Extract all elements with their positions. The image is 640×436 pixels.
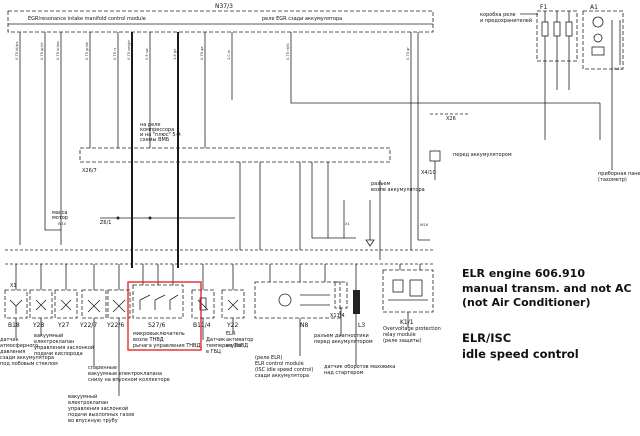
svg-text:0.75 gn/bl: 0.75 gn/bl: [85, 42, 89, 60]
ground-note: на реле компрессора и на "плюс" 5-й схем…: [140, 122, 182, 143]
a1-label: A1: [590, 4, 598, 11]
svg-text:W16: W16: [420, 223, 429, 227]
l3-label: L3: [358, 322, 365, 329]
b11-4-label: B11/4: [193, 322, 211, 329]
vac-valve-exhaust-label: вакуумный електроклапан управления засло…: [68, 393, 136, 424]
title-line-2: manual transm. and not AC: [462, 282, 632, 295]
b18-label: B18: [8, 322, 20, 329]
x26-7-label: X26/7: [82, 168, 97, 174]
ovp-label: Overvoltage protection relay module (рел…: [383, 326, 442, 344]
egr-module: N37/3 EGR/resonance intake manifold cont…: [7, 3, 434, 33]
fuse-box: коробка реле и предохранителей F1 A1 W11…: [480, 4, 640, 183]
bottom-annotations: датчик атмосферного давления сзади аккум…: [0, 308, 442, 424]
flywheel-sensor-label: датчик оборотов маховика над стартером: [324, 364, 397, 376]
n37-3-label: N37/3: [215, 3, 233, 10]
svg-text:1.0 br: 1.0 br: [227, 49, 231, 60]
x11-4-label: X11/4: [330, 313, 345, 319]
y22-label: Y22: [226, 322, 238, 329]
near-battery-label: перед аккумулятором: [453, 152, 512, 158]
egr-module-label: EGR/resonance intake manifold control mo…: [28, 16, 146, 22]
y22-7-label: Y22/7: [79, 322, 97, 329]
y27-label: Y27: [57, 322, 69, 329]
z6-1-label: Z6/1: [100, 220, 111, 226]
title-line-1: ELR engine 606.910: [462, 267, 585, 280]
svg-text:0.75 rt/bl: 0.75 rt/bl: [286, 43, 290, 60]
n8-label: N8: [300, 322, 308, 329]
y28-label: Y28: [32, 322, 44, 329]
x26-label: X26: [446, 116, 456, 122]
svg-text:0.75 bl/ws: 0.75 bl/ws: [15, 41, 19, 60]
x1-label: X1: [10, 283, 17, 289]
svg-text:1.5 gn: 1.5 gn: [173, 49, 177, 60]
svg-text:X1: X1: [345, 222, 350, 226]
diag-connector-label: разъем диагностики перед аккумулятором: [314, 333, 373, 345]
microswitch-label: микровыключатель возле ТНВД рычага управ…: [133, 331, 200, 349]
elr-module-label: (реле ELR) ELR control module (ISC idle …: [255, 355, 315, 379]
svg-text:0.75 rt: 0.75 rt: [113, 47, 117, 60]
massa-label: масса мотор: [52, 210, 69, 221]
wire-code-labels: 0.75 bl/ws 0.75 gn/rt 0.75 br/ws 0.75 gn…: [15, 40, 410, 60]
title-block: ELR engine 606.910 manual transm. and no…: [462, 267, 632, 361]
highlight-box: [127, 281, 202, 351]
y22-6-label: Y22/6: [106, 322, 124, 329]
title-line-3: (not Air Conditioner): [462, 296, 590, 309]
svg-text:0.75 gn/rt: 0.75 gn/rt: [40, 42, 44, 60]
svg-text:0.75 gr: 0.75 gr: [406, 47, 410, 60]
svg-text:W10: W10: [58, 222, 67, 226]
egr-relay-label: реле EGR сзади аккумулятора: [262, 16, 342, 22]
k1-1-label: K1/1: [400, 319, 414, 326]
fuse-box-label: коробка реле и предохранителей: [480, 12, 532, 24]
elr-actuator-label: ELR активатор на ТНВД: [226, 331, 255, 349]
w11-label: W11: [614, 67, 622, 71]
vac-valve-intake-label: спаренные вакуумные електроклапана снизу…: [88, 365, 170, 383]
svg-text:0.5 sw: 0.5 sw: [145, 48, 149, 60]
vac-valve-o2-label: вакуумный електроклапан управления засло…: [34, 332, 96, 357]
s27-6-label: S27/6: [148, 322, 165, 329]
f1-label: F1: [540, 4, 547, 11]
x4-10-label: X4/10: [421, 170, 436, 176]
connector-near-battery-label: разъем возле аккумулятора: [371, 181, 425, 193]
svg-text:0.75 sw/ge: 0.75 sw/ge: [127, 40, 131, 60]
title-line-4: ELR/ISC: [462, 331, 511, 345]
temp-sensor-label: Датчик температуры в ГБЦ: [206, 337, 243, 355]
svg-text:0.75 ge: 0.75 ge: [200, 46, 204, 60]
title-line-5: idle speed control: [462, 347, 579, 361]
component-row: X1 B18 Y28 Y27 Y22/7 Y22/6 S27/6 B11/4 Y…: [4, 249, 435, 329]
instrument-panel-label: приборная панель (тахометр): [598, 171, 640, 183]
top-wires: [19, 32, 600, 268]
atm-pressure-label: датчик атмосферного давления сзади аккум…: [0, 337, 58, 367]
svg-text:0.75 br/ws: 0.75 br/ws: [56, 41, 60, 60]
